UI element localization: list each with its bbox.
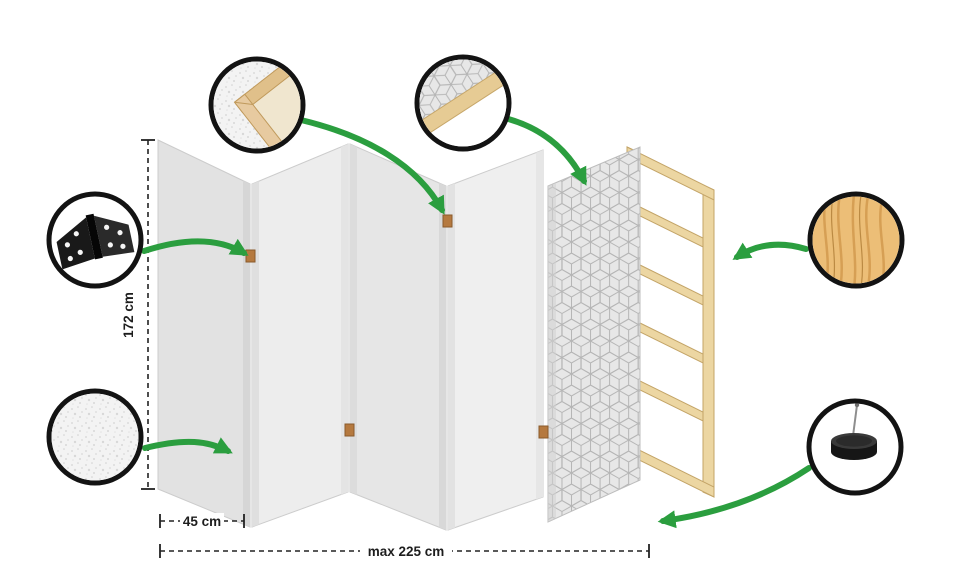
- arrow-pattern: [502, 115, 587, 186]
- panel-4-edge: [536, 150, 543, 500]
- dimension-height: 172 cm: [121, 139, 155, 490]
- wood-grain-icon: [812, 196, 900, 284]
- frame-rung: [637, 379, 704, 422]
- foot-pad-icon: [831, 403, 877, 460]
- panel-4: [447, 149, 544, 531]
- frame-right-rail: [702, 184, 715, 498]
- arrow-foot: [657, 465, 812, 529]
- arrow-wood: [732, 241, 809, 260]
- callout-fabric: [46, 388, 144, 486]
- callout-frame-corner: [208, 56, 306, 154]
- panel-1: [157, 139, 251, 528]
- frame-rung: [637, 263, 704, 306]
- callout-wood: [807, 191, 905, 289]
- pattern-corner-icon: [419, 59, 507, 147]
- fold-hinge: [538, 425, 549, 439]
- callout-hinge: [46, 191, 144, 289]
- panel-1-edge: [243, 180, 250, 527]
- frame-rung: [637, 321, 704, 364]
- callout-foot: [806, 398, 904, 496]
- frame-rung: [637, 205, 704, 248]
- panel-2-edge: [252, 181, 259, 527]
- pattern-panel-edge: [548, 182, 556, 522]
- pattern-panel: [547, 146, 641, 523]
- dimension-max-width: max 225 cm: [159, 543, 650, 559]
- panel-3-edge: [439, 182, 446, 530]
- dimension-panel-width: 45 cm: [159, 513, 245, 529]
- arrow-fabric: [142, 437, 233, 454]
- panel-width-label: 45 cm: [183, 514, 221, 529]
- max-width-label: max 225 cm: [368, 544, 445, 559]
- callout-pattern-corner: [414, 54, 512, 152]
- panel-3-edge: [350, 144, 357, 495]
- fold-hinge: [442, 214, 453, 228]
- height-label: 172 cm: [121, 292, 136, 338]
- fold-hinge: [344, 423, 355, 437]
- pattern-panel-face: [547, 146, 641, 523]
- fabric-texture-icon: [51, 393, 139, 481]
- folding-screen: [157, 139, 549, 531]
- arrow-hinge: [141, 238, 249, 256]
- callout-arrows: [141, 115, 812, 529]
- panel-4-edge: [448, 183, 455, 531]
- hinge-icon: [56, 213, 135, 270]
- label-backing: [360, 543, 452, 559]
- label-backing: [180, 513, 224, 529]
- panel-2-edge: [341, 144, 348, 495]
- arrow-frame-corner: [298, 117, 445, 215]
- frame-corner-icon: [213, 61, 301, 149]
- panel-2: [251, 143, 349, 528]
- panel-3: [349, 143, 447, 531]
- fold-hinge: [245, 249, 256, 263]
